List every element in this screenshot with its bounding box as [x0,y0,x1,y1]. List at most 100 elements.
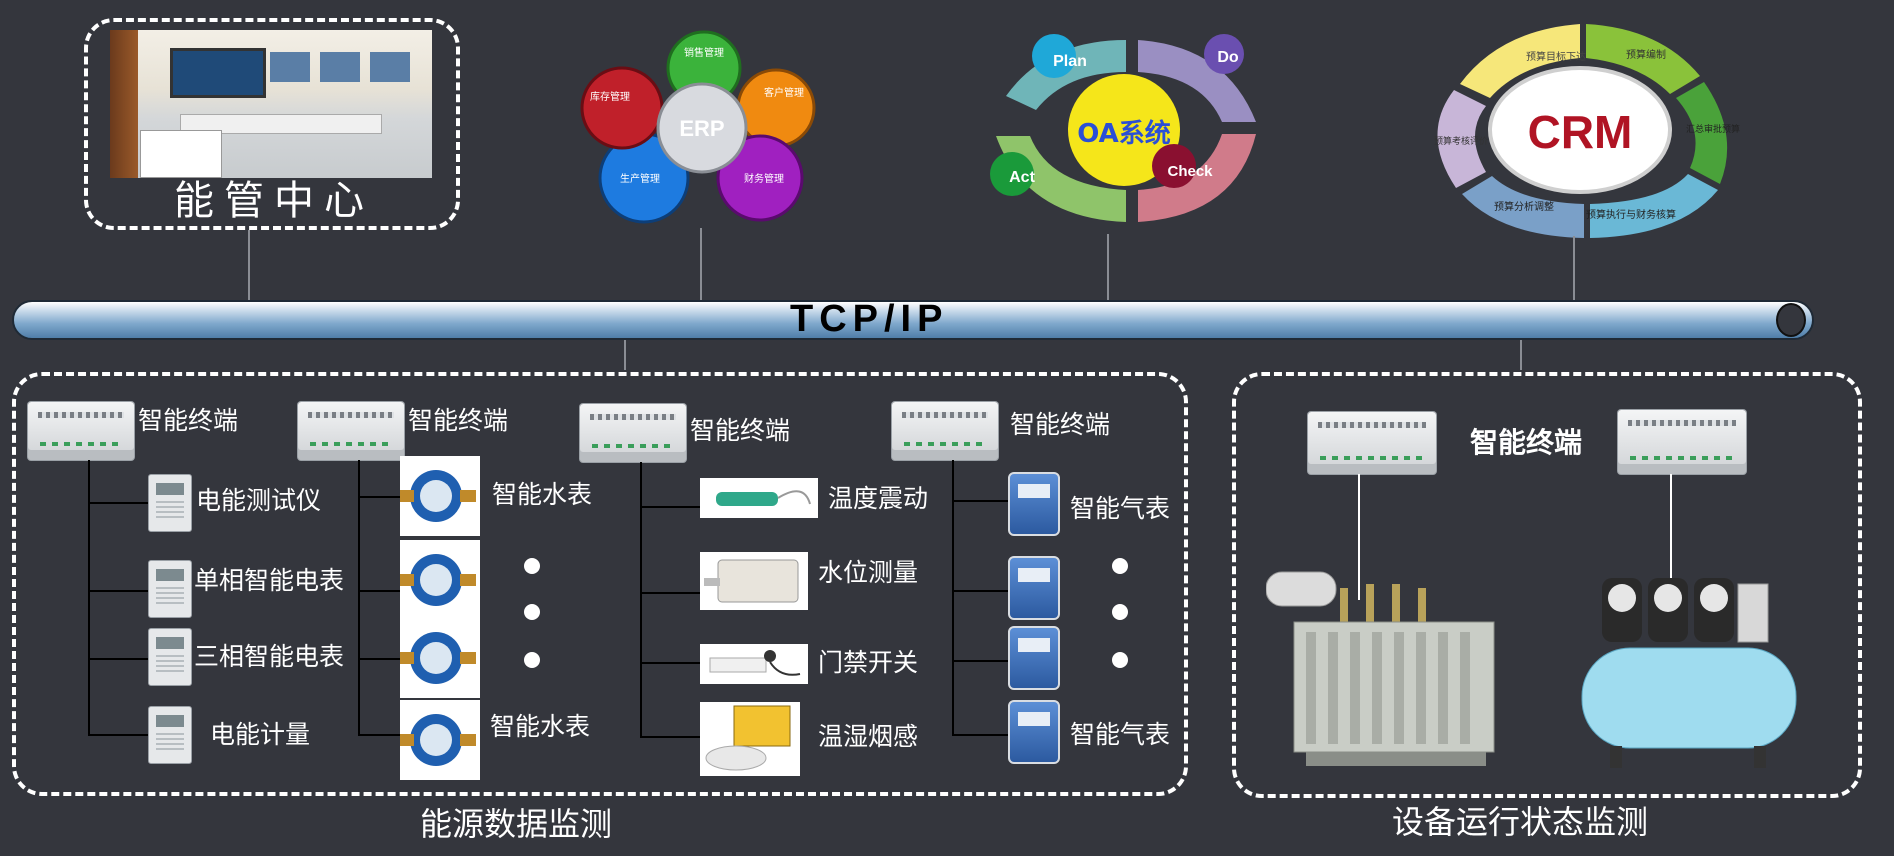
device-label: 三相智能电表 [194,642,345,671]
tcpip-bus [12,300,1814,340]
energy-monitoring-title: 能源数据监测 [420,805,613,843]
col1-trunk [88,460,90,736]
crm-ring-label: 预算分析调整 [1494,200,1554,213]
door-switch-icon [700,644,808,684]
crm-diagram: CRM 预算目标下达 预算编制 汇总审批预算 预算执行与财务核算 预算分析调整 … [1434,24,1740,238]
energy-monitoring-box [12,372,1188,796]
smart-terminal [1308,412,1436,474]
crm-ring-label: 预算考核评价 [1434,135,1488,147]
ellipsis-dot [1112,652,1128,668]
device-label: 门禁开关 [818,648,919,677]
oa-do-label: Do [1217,49,1239,66]
device-label: 温度震动 [828,484,929,513]
energy-center-label: 能管中心 [174,178,374,224]
col3-trunk [640,462,642,738]
crm-ring-label: 预算目标下达 [1526,50,1586,63]
ellipsis-dot [524,652,540,668]
crm-arrow-1 [1460,24,1580,98]
ellipsis-dot [524,558,540,574]
equipment-monitoring-title: 设备运行状态监测 [1392,803,1649,841]
oa-arrow-do [1138,40,1256,122]
device-label: 单相智能电表 [194,566,345,595]
smart-terminal [1618,410,1746,474]
terminal-label: 智能终端 [1470,426,1583,459]
oa-act-label: Act [1009,169,1035,186]
erp-petal-label: 财务管理 [744,172,784,185]
ellipsis-dot [524,604,540,620]
crm-ring-label: 预算执行与财务核算 [1586,208,1676,221]
water-meter [400,700,480,780]
oa-center [1068,74,1180,186]
connector-energy-center [248,230,250,300]
terminal-label: 智能终端 [1010,410,1111,439]
device-label: 温湿烟感 [818,722,919,751]
crm-ring-label: 汇总审批预算 [1686,123,1740,135]
smart-terminal [298,402,404,460]
col4-trunk [952,460,954,736]
device-label: 智能气表 [1070,494,1171,523]
terminal-label: 智能终端 [138,406,239,435]
crm-arrow-2 [1586,24,1700,94]
terminal-label: 智能终端 [690,416,791,445]
erp-petal-customer [736,68,816,148]
smart-terminal [580,404,686,462]
crm-ring-label: 预算编制 [1626,48,1666,61]
oa-diagram: OA系统 Plan Do Check Act [990,34,1256,222]
water-level-sensor-icon [700,552,808,610]
compressor-link [1670,474,1672,600]
electric-meter [148,560,192,618]
erp-petal-label: 客户管理 [764,86,804,99]
col2-trunk [358,460,360,736]
electric-meter [148,706,192,764]
connector-erp [700,228,702,300]
device-label: 智能水表 [490,712,591,741]
gas-meter [1008,700,1060,764]
equipment-monitoring-box [1232,372,1862,798]
oa-arrow-act [996,136,1126,222]
gas-meter [1008,472,1060,536]
smart-terminal [28,402,134,460]
energy-center-box [84,18,460,230]
crm-arrow-4 [1590,174,1718,238]
crm-center [1488,66,1672,194]
ellipsis-dot [1112,558,1128,574]
oa-plan-label: Plan [1053,53,1087,70]
erp-petal-finance [716,134,804,222]
ellipsis-dot [1112,604,1128,620]
tcpip-bus-end [1776,303,1806,337]
crm-arrow-5 [1462,176,1584,238]
device-label: 水位测量 [818,558,919,587]
air-compressor-icon [1581,578,1797,768]
smart-terminal [892,402,998,460]
connector-energy-monitoring [624,340,626,370]
smoke-sensor-icon [700,702,800,776]
electric-meter [148,628,192,686]
water-meter [400,456,480,536]
device-label: 电能测试仪 [196,486,322,515]
transformer-icon [1266,571,1495,766]
oa-arrow-check [1138,134,1256,222]
vibration-sensor-icon [700,478,818,518]
erp-petal-label: 库存管理 [590,90,630,103]
connector-crm [1573,236,1575,300]
device-label: 智能水表 [492,480,593,509]
connector-equipment-monitoring [1520,340,1522,370]
oa-arrow-plan [1006,40,1126,110]
crm-arrow-3 [1676,82,1728,184]
electric-meter [148,474,192,532]
erp-petal-label: 生产管理 [620,172,660,185]
water-meter [400,618,480,698]
gas-meter [1008,556,1060,620]
device-label: 电能计量 [210,720,311,749]
water-meter [400,540,480,620]
oa-center-label: OA系统 [1077,118,1171,149]
erp-center [656,82,748,174]
tcpip-label: TCP/IP [790,298,949,340]
connector-oa [1107,234,1109,300]
device-label: 智能气表 [1070,720,1171,749]
oa-check-label: Check [1167,163,1213,180]
erp-diagram: ERP 销售管理 客户管理 财务管理 生产管理 库存管理 [580,30,816,224]
erp-petal-inventory [580,66,664,150]
gas-meter [1008,626,1060,690]
erp-petal-label: 销售管理 [684,46,724,59]
